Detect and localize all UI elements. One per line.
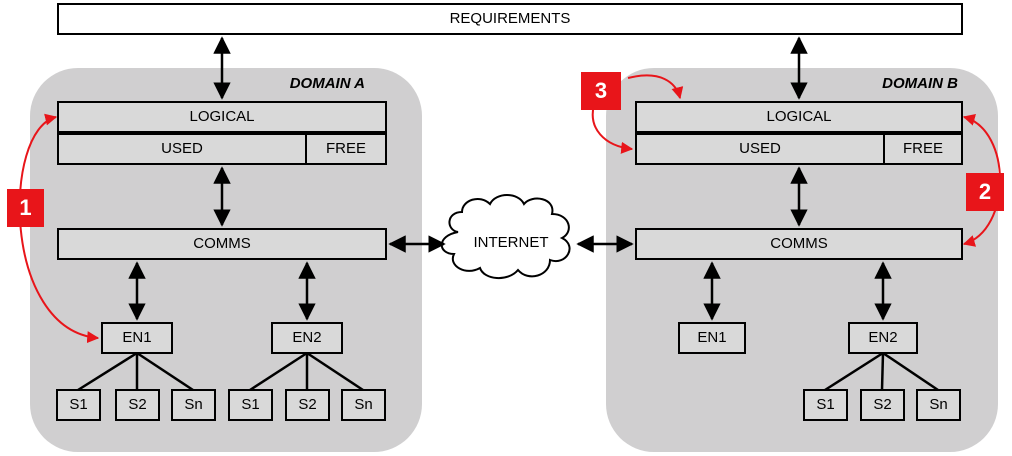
domain-a-logical-box: LOGICAL [57,101,387,133]
sensor-label: S2 [128,396,146,413]
domain-b-en2-sensor-sn: Sn [916,389,961,421]
domain-a-comms-label: COMMS [193,235,251,252]
domain-a-used-label: USED [161,140,203,157]
domain-a-en2-label: EN2 [292,329,321,346]
sensor-label: S2 [873,396,891,413]
domain-a-en1-sensor-links [77,351,194,392]
domain-b-en2-node: EN2 [848,322,918,354]
sensor-label: Sn [184,396,202,413]
sensor-label: S2 [298,396,316,413]
badge-3-label: 3 [595,78,607,103]
domain-b-logical-label: LOGICAL [766,108,831,125]
sensor-label: Sn [354,396,372,413]
sensor-label: S1 [69,396,87,413]
domain-b-free-box: FREE [883,133,963,165]
internet-label: INTERNET [474,234,549,251]
badge-1: 1 [7,189,44,227]
requirements-box: REQUIREMENTS [57,3,963,35]
domain-a-free-label: FREE [326,140,366,157]
domain-a-free-box: FREE [305,133,387,165]
domain-a-comms-box: COMMS [57,228,387,260]
badge-2-label: 2 [979,179,991,204]
domain-a-en1-label: EN1 [122,329,151,346]
domain-b-used-label: USED [739,140,781,157]
domain-a-en2-sensor-sn: Sn [341,389,386,421]
loop-3-arrow-logical [627,74,684,100]
sensor-label: S1 [816,396,834,413]
domain-b-en2-sensor-links [824,351,939,392]
domain-b-en2-sensor-s2: S2 [860,389,905,421]
internet-cloud: INTERNET [440,194,571,279]
domain-b-comms-label: COMMS [770,235,828,252]
badge-2: 2 [966,173,1004,211]
badge-3: 3 [581,72,621,110]
domain-a-en2-sensor-s2: S2 [285,389,330,421]
domain-a-logical-label: LOGICAL [189,108,254,125]
domain-b-en1-label: EN1 [697,329,726,346]
domain-a-en1-sensor-sn: Sn [171,389,216,421]
badge-1-label: 1 [19,195,31,220]
domain-a-en2-sensor-s1: S1 [228,389,273,421]
domain-b-en1-node: EN1 [678,322,746,354]
sensor-label: Sn [929,396,947,413]
domain-a-en2-sensor-links [249,351,364,392]
sensor-label: S1 [241,396,259,413]
domain-b-en2-label: EN2 [868,329,897,346]
domain-a-en2-node: EN2 [271,322,343,354]
domain-b-en2-sensor-s1: S1 [803,389,848,421]
domain-b-comms-box: COMMS [635,228,963,260]
domain-a-en1-sensor-s1: S1 [56,389,101,421]
requirements-label: REQUIREMENTS [450,10,571,27]
domain-b-title: DOMAIN B [882,75,958,92]
domain-a-en1-node: EN1 [101,322,173,354]
loop-1-arrow [18,113,100,344]
domain-b-used-box: USED [635,133,885,165]
domain-a-used-box: USED [57,133,307,165]
domain-a-en1-sensor-s2: S2 [115,389,160,421]
domain-a-title: DOMAIN A [290,75,365,92]
domain-b-logical-box: LOGICAL [635,101,963,133]
domain-b-free-label: FREE [903,140,943,157]
loop-3-arrow-used [591,104,634,154]
